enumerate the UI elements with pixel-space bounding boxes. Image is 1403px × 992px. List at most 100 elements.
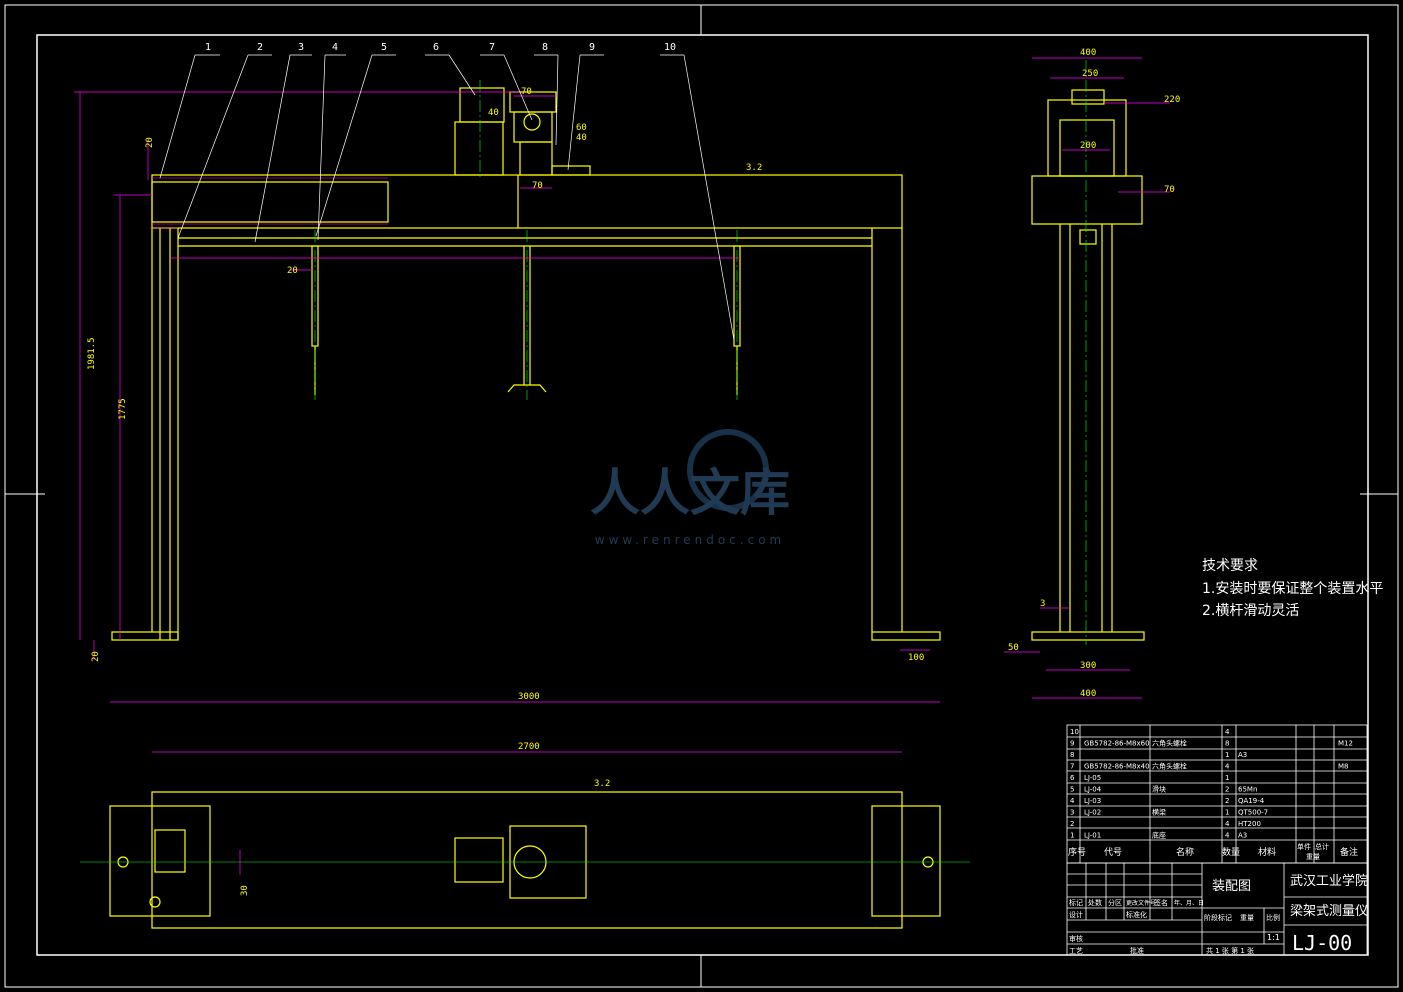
side-dim-texts: 400 250 220 200 70 3 50 300 400 <box>1008 48 1180 699</box>
balloon-labels: 1 2 3 4 5 6 7 8 9 10 <box>205 42 676 53</box>
dim-top-plate: 20 <box>145 137 155 148</box>
bom-cell-qty: 2 <box>1225 786 1229 794</box>
dim-side-250: 250 <box>1082 69 1098 79</box>
tech-req-item-2: 2.横杆滑动灵活 <box>1202 602 1299 619</box>
bom-cell-qty: 2 <box>1225 797 1229 805</box>
bom-header-note: 备注 <box>1340 846 1358 858</box>
bom-cell-no: 6 <box>1070 774 1075 782</box>
bom-cell-note: M8 <box>1338 763 1349 771</box>
title-label-change-doc: 更改文件号 <box>1126 899 1156 907</box>
dim-plan-30: 30 <box>240 885 250 896</box>
drawing-type: 装配图 <box>1212 879 1251 894</box>
stage-label-mark: 阶段标记 <box>1204 913 1232 922</box>
watermark: 人人文库 www.renrendoc.com <box>590 429 790 547</box>
bom-cell-no: 10 <box>1070 728 1079 736</box>
product-name: 梁架式测量仪 <box>1290 904 1368 919</box>
title-label-zone: 分区 <box>1108 898 1122 907</box>
bom-cell-name: 底座 <box>1152 831 1166 840</box>
title-block: 标记 处数 分区 更改文件号 签名 年、月、日 设计 标准化 审核 工艺 批准 … <box>1066 862 1368 956</box>
dim-side-400-bottom: 400 <box>1080 689 1096 699</box>
stage-label-scale: 比例 <box>1266 913 1280 922</box>
bom-header-weight: 重量 <box>1306 853 1320 861</box>
balloon-10: 10 <box>664 42 676 53</box>
bom-cell-mat: QT500-7 <box>1238 809 1268 817</box>
title-label-design: 设计 <box>1069 910 1083 919</box>
sheet-count: 共 1 张 第 1 张 <box>1206 946 1254 955</box>
bom-cell-qty: 1 <box>1225 751 1229 759</box>
balloon-6: 6 <box>433 42 439 53</box>
front-dimensions <box>74 91 930 660</box>
bom-cell-no: 2 <box>1070 820 1074 828</box>
plan-dim-texts: 3000 2700 30 3.2 <box>240 692 610 896</box>
drawing-scale: 1:1 <box>1267 933 1280 942</box>
bom-header-total: 总计 <box>1315 842 1329 851</box>
watermark-url: www.renrendoc.com <box>595 533 785 547</box>
balloon-2: 2 <box>257 42 263 53</box>
title-label-mark: 标记 <box>1069 898 1083 907</box>
dim-column-height: 1775 <box>118 398 128 420</box>
balloon-1: 1 <box>205 42 211 53</box>
bom-cell-no: 3 <box>1070 809 1074 817</box>
bom-cell-no: 8 <box>1070 751 1074 759</box>
side-view <box>1031 60 1145 645</box>
bom-cell-mat: A3 <box>1238 832 1247 840</box>
roughness-1: 3.2 <box>746 163 762 173</box>
bom-cell-name: 六角头螺栓 <box>1152 739 1187 748</box>
bom-cell-name: 滑块 <box>1152 785 1166 794</box>
bom-cell-qty: 1 <box>1225 809 1229 817</box>
dim-base-right: 100 <box>908 653 924 663</box>
balloon-7: 7 <box>489 42 495 53</box>
bom-header: 序号 代号 名称 数量 材料 单件 总计 重量 备注 <box>1068 842 1358 861</box>
dim-side-200: 200 <box>1080 141 1096 151</box>
dim-side-70: 70 <box>1164 185 1175 195</box>
bom-header-unit: 单件 <box>1297 842 1311 851</box>
school-name: 武汉工业学院 <box>1290 873 1368 889</box>
plan-dimensions <box>110 701 940 875</box>
title-label-sign: 签名 <box>1154 898 1168 907</box>
dim-side-220: 220 <box>1164 95 1180 105</box>
bom-header-material: 材料 <box>1258 846 1276 858</box>
bom-cell-code: LJ-03 <box>1084 797 1101 805</box>
bom-cell-qty: 4 <box>1225 820 1230 828</box>
title-label-approve: 批准 <box>1130 946 1144 955</box>
bom-cell-name: 六角头螺栓 <box>1152 762 1187 771</box>
bom-cell-mat: A3 <box>1238 751 1247 759</box>
bom-cell-code: GB5782-86-M8x60 <box>1084 740 1150 748</box>
bom-header-name: 名称 <box>1176 846 1194 858</box>
tech-req-item-1: 1.安装时要保证整个装置水平 <box>1202 581 1383 597</box>
side-dimensions <box>1004 57 1170 699</box>
drawing-code: LJ-00 <box>1292 931 1352 955</box>
bom-grid <box>1066 724 1368 864</box>
bom-header-qty: 数量 <box>1222 846 1240 858</box>
balloon-8: 8 <box>542 42 548 53</box>
title-label-process: 工艺 <box>1069 947 1083 955</box>
bom-cell-code: LJ-04 <box>1084 786 1102 794</box>
bom-cell-code: LJ-02 <box>1084 809 1101 817</box>
dim-motor-40a: 40 <box>488 108 499 118</box>
front-dim-texts: 1981.5 1775 20 20 100 20 70 40 40 70 60 … <box>87 87 924 663</box>
bom-cell-qty: 4 <box>1225 763 1230 771</box>
tech-req-title: 技术要求 <box>1202 558 1258 574</box>
balloon-5: 5 <box>381 42 387 53</box>
dim-side-50: 50 <box>1008 643 1019 653</box>
title-label-check: 审核 <box>1069 934 1083 943</box>
sheet-border <box>4 4 1399 988</box>
dim-inner-length: 2700 <box>518 742 540 752</box>
bom-cell-code: LJ-05 <box>1084 774 1101 782</box>
title-label-count: 处数 <box>1088 898 1102 907</box>
dim-side-400-top: 400 <box>1080 48 1096 58</box>
balloon-3: 3 <box>298 42 304 53</box>
bom-cell-note: M12 <box>1338 740 1353 748</box>
balloon-4: 4 <box>332 42 338 53</box>
dim-motor-70b: 70 <box>532 181 543 191</box>
bom-cell-mat: HT200 <box>1238 820 1261 828</box>
bom-cell-name: 横梁 <box>1152 808 1166 817</box>
title-label-date: 年、月、日 <box>1174 899 1204 907</box>
bom-cell-code: GB5782-86-M8x40 <box>1084 763 1150 771</box>
watermark-text: 人人文库 <box>590 464 790 522</box>
bom-cell-code: LJ-01 <box>1084 832 1101 840</box>
dim-side-3: 3 <box>1040 599 1045 609</box>
